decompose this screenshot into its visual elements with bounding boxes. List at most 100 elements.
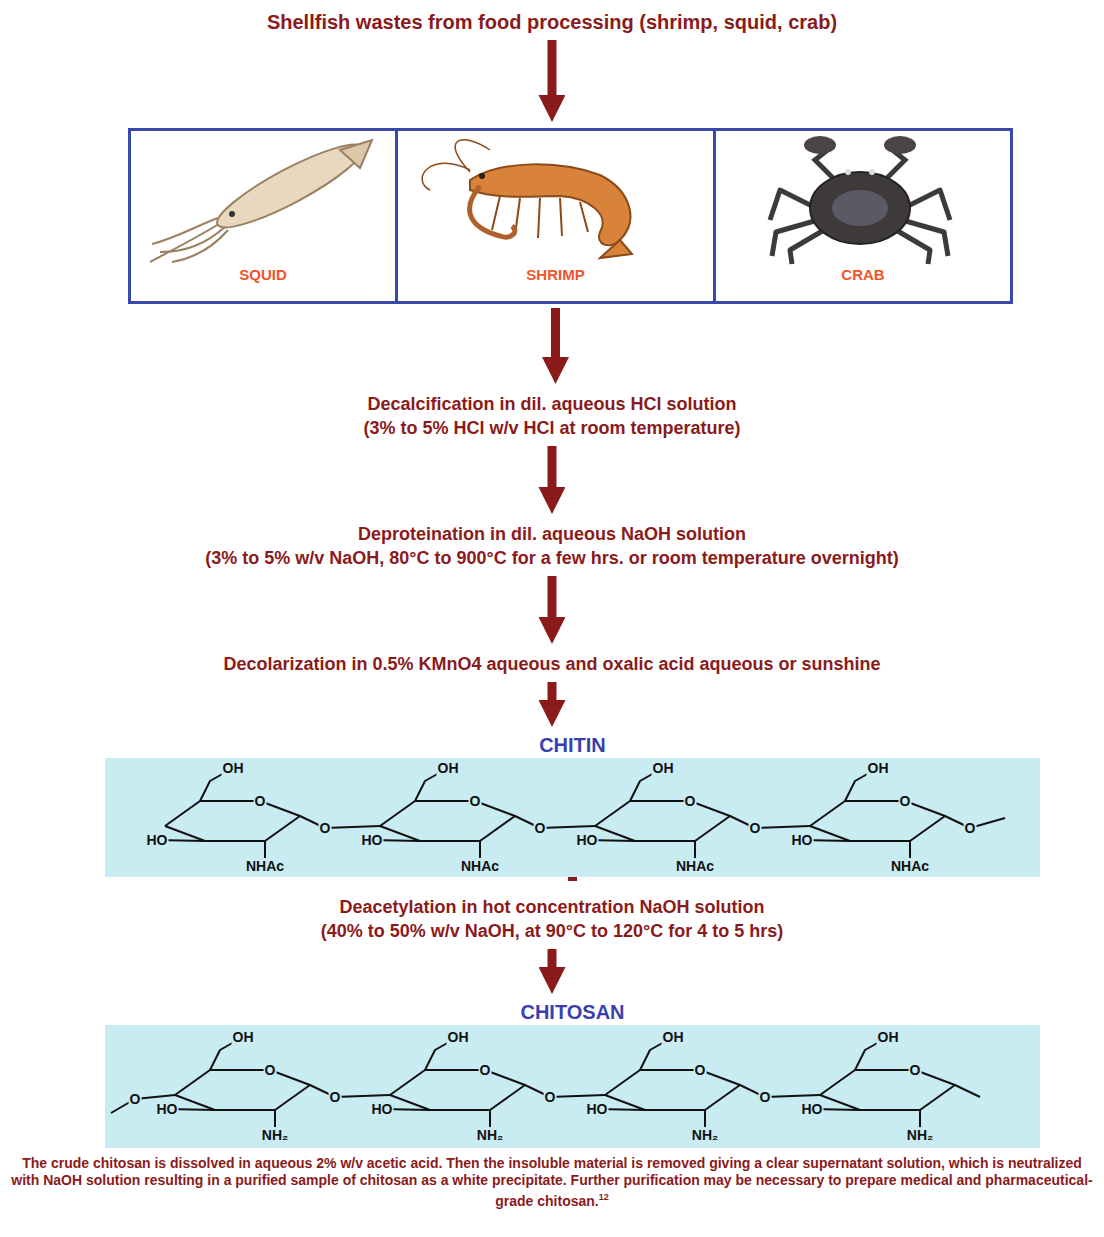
bond-line (605, 1070, 740, 1110)
flow-arrow (548, 682, 557, 700)
atom-label: O (534, 820, 547, 836)
atom-label: O (469, 793, 482, 809)
atom-label: O (254, 793, 267, 809)
bond-line (810, 801, 945, 841)
structure-ground: OHOHONHAcOOHOHONHAcOOHOHONHAcOOHOHONHAcO (105, 758, 1040, 877)
atom-label: HO (801, 1101, 824, 1117)
atom-label: O (684, 793, 697, 809)
crab-eye (869, 169, 875, 175)
shrimp-body (470, 164, 630, 245)
flow-arrow (551, 308, 560, 357)
step-title: Decolarization in 0.5% KMnO4 aqueous and… (223, 652, 880, 676)
atom-label: O (909, 1062, 922, 1078)
atom-label: HO (156, 1101, 179, 1117)
process-step: Deproteination in dil. aqueous NaOH solu… (201, 520, 903, 572)
atom-label: O (759, 1089, 772, 1105)
process-step: Decolarization in 0.5% KMnO4 aqueous and… (219, 650, 884, 678)
crab-eye (845, 169, 851, 175)
crab-claw (804, 136, 836, 154)
atom-label: OH (662, 1029, 685, 1045)
squid-fin (340, 140, 372, 168)
caption-text: The crude chitosan is dissolved in aqueo… (11, 1155, 1092, 1209)
bond-line (820, 1070, 955, 1110)
atom-label: HO (576, 832, 599, 848)
bond-line (390, 1070, 525, 1110)
atom-label: NHAc (460, 858, 500, 874)
squid-tentacle (172, 230, 228, 262)
bond-line (955, 1085, 980, 1097)
atom-label: NH₂ (261, 1127, 289, 1143)
atom-label: HO (791, 832, 814, 848)
bond-line (165, 801, 300, 841)
process-step: Deacetylation in hot concentration NaOH … (317, 893, 788, 945)
structure-band: CHITINOHOHONHAcOOHOHONHAcOOHOHONHAcOOHOH… (105, 733, 1040, 877)
bond-line (740, 1085, 820, 1097)
bond-line (310, 1085, 390, 1097)
crab-shell (810, 172, 910, 244)
animal-label: SQUID (131, 266, 395, 283)
shrimp-antenna (455, 140, 490, 172)
step-title: Shellfish wastes from food processing (s… (267, 10, 837, 34)
crab-claw (884, 136, 916, 154)
animal-label: CRAB (716, 266, 1010, 283)
atom-label: OH (877, 1029, 900, 1045)
shrimp-eye (479, 173, 485, 179)
bond-line (300, 816, 380, 828)
atom-label: OH (447, 1029, 470, 1045)
step-title: Deacetylation in hot concentration NaOH … (321, 895, 784, 919)
step-condition: (40% to 50% w/v NaOH, at 90°C to 120°C f… (321, 919, 784, 943)
atom-label: OH (867, 760, 890, 776)
atom-label: O (479, 1062, 492, 1078)
atom-label: O (694, 1062, 707, 1078)
atom-label: O (319, 820, 332, 836)
atom-label: NH₂ (906, 1127, 934, 1143)
step-condition: (3% to 5% w/v NaOH, 80°C to 900°C for a … (205, 546, 899, 570)
flow-arrow (547, 576, 556, 617)
caption-block: The crude chitosan is dissolved in aqueo… (0, 1155, 1104, 1210)
atom-label: O (749, 820, 762, 836)
atom-label: OH (437, 760, 460, 776)
flow-arrow (547, 446, 556, 487)
bond-line (380, 801, 515, 841)
flow-arrow (547, 40, 556, 95)
squid-tentacle (152, 218, 218, 244)
bond-line (515, 816, 595, 828)
atom-label: HO (146, 832, 169, 848)
compound-heading: CHITIN (105, 733, 1040, 757)
compound-heading: CHITOSAN (105, 1000, 1040, 1024)
source-panel: SHRIMP (395, 128, 716, 304)
structure-ground: OOHOHONH₂OOHOHONH₂OOHOHONH₂OOHOHONH₂ (105, 1025, 1040, 1148)
bond-line (730, 816, 810, 828)
crab-picture (770, 136, 950, 264)
atom-label: O (329, 1089, 342, 1105)
atom-label: HO (361, 832, 384, 848)
bond-line (175, 1070, 310, 1110)
atom-label: NHAc (245, 858, 285, 874)
crab-shell-pattern (832, 190, 888, 226)
atom-label: O (544, 1089, 557, 1105)
source-panel: CRAB (713, 128, 1013, 304)
atom-label: OH (232, 1029, 255, 1045)
squid-eye (229, 211, 235, 217)
shrimp-legs (492, 196, 588, 238)
process-step: Shellfish wastes from food processing (s… (263, 8, 841, 36)
process-step: Decalcification in dil. aqueous HCl solu… (359, 390, 744, 442)
animal-label: SHRIMP (398, 266, 713, 283)
flow-arrow (548, 949, 557, 967)
atom-label: O (264, 1062, 277, 1078)
atom-label: HO (586, 1101, 609, 1117)
atom-label: NH₂ (476, 1127, 504, 1143)
atom-label: OH (652, 760, 675, 776)
shrimp-claw (470, 186, 515, 237)
bond-line (525, 1085, 605, 1097)
step-title: Deproteination in dil. aqueous NaOH solu… (205, 522, 899, 546)
atom-label: HO (371, 1101, 394, 1117)
step-condition: (3% to 5% HCl w/v HCl at room temperatur… (363, 416, 740, 440)
source-panel: SQUID (128, 128, 398, 304)
reference-number: 12 (599, 1192, 609, 1202)
atom-label: O (129, 1091, 142, 1107)
squid-picture (150, 132, 372, 262)
shrimp-antenna (422, 163, 470, 190)
shrimp-tail (600, 240, 632, 258)
